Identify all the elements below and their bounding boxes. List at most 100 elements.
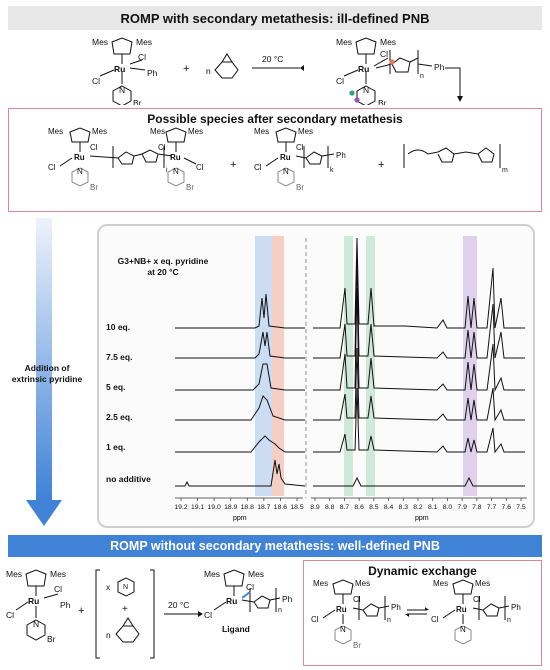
dx1-mes-l: Mes bbox=[313, 579, 328, 588]
trace-label-7-5eq: 7.5 eq. bbox=[106, 352, 133, 362]
bot-ru: Ru bbox=[28, 596, 39, 606]
trace-10eq-right bbox=[313, 237, 525, 329]
bot2-subscript-n: n bbox=[278, 607, 282, 614]
axis-unit-left: ppm bbox=[233, 515, 247, 522]
sp1-cl-1: Cl bbox=[90, 143, 98, 152]
dynamic-exchange-structures: Mes Mes Ru Cl Cl N Br n Ph Mes Mes Ru Cl… bbox=[311, 579, 521, 650]
top-n-2: N bbox=[363, 85, 369, 95]
dx2-cl-2: Cl bbox=[431, 615, 439, 624]
side-label-line2: extrinsic pyridine bbox=[11, 374, 83, 384]
bot2-ru: Ru bbox=[226, 596, 237, 606]
trace-7-5eq-left bbox=[175, 331, 305, 359]
dx1-ph: Ph bbox=[391, 603, 401, 612]
top-cl-a2: Cl bbox=[380, 49, 388, 59]
highlight-band-blue bbox=[255, 236, 272, 496]
nmr-title: G3+NB+ x eq. pyridine at 20 °C bbox=[108, 256, 218, 278]
bot-ph: Ph bbox=[60, 600, 71, 610]
sp1-ru-1: Ru bbox=[74, 153, 85, 162]
dx2-mes-l: Mes bbox=[433, 579, 448, 588]
top-n-eq: n bbox=[206, 66, 211, 76]
species-plus-2: + bbox=[378, 159, 384, 171]
bot-pyr-n: N bbox=[123, 584, 128, 591]
sp2-ru: Ru bbox=[280, 153, 291, 162]
top-banner-title: ROMP with secondary metathesis: ill-defi… bbox=[120, 10, 430, 26]
left-axis-tick-label: 19.0 bbox=[208, 504, 221, 511]
nmr-title-line1: G3+NB+ x eq. pyridine bbox=[117, 256, 209, 266]
bot2-cl-1: Cl bbox=[246, 582, 254, 592]
left-axis-tick-label: 19.2 bbox=[175, 504, 188, 511]
trace-label-2-5eq: 2.5 eq. bbox=[106, 412, 133, 422]
left-axis-tick-label: 18.5 bbox=[290, 504, 303, 511]
bot-plus-1: + bbox=[78, 605, 84, 617]
sp1-mes-l2: Mes bbox=[150, 127, 165, 136]
trace-1eq-left bbox=[175, 435, 305, 453]
left-axis-tick-label: 18.8 bbox=[241, 504, 254, 511]
left-axis-tick-label: 18.7 bbox=[257, 504, 270, 511]
sp1-mes-r2: Mes bbox=[188, 127, 203, 136]
right-axis-tick-label: 8.4 bbox=[384, 504, 394, 511]
bot-cl-2: Cl bbox=[6, 610, 14, 620]
top-plus: + bbox=[183, 63, 189, 75]
right-axis-tick-label: 8.3 bbox=[399, 504, 409, 511]
bot-n: N bbox=[33, 619, 39, 629]
top-n-1: N bbox=[119, 85, 125, 95]
dx1-cl-1: Cl bbox=[353, 595, 361, 604]
sp1-cl-3: Cl bbox=[158, 143, 166, 152]
dx1-n: N bbox=[340, 625, 346, 634]
left-axis-tick-label: 18.9 bbox=[224, 504, 237, 511]
bot-cl-1: Cl bbox=[54, 584, 62, 594]
highlight-band-green-1 bbox=[344, 236, 353, 496]
left-axis-tick-label: 19.1 bbox=[191, 504, 204, 511]
sp3-index-m: m bbox=[502, 167, 508, 174]
dx2-subscript-n: n bbox=[507, 617, 511, 624]
top-mes-left-1: Mes bbox=[92, 37, 108, 47]
trace-no-additive-right bbox=[313, 476, 525, 487]
bot-plus-2: + bbox=[122, 604, 128, 615]
bot-x: x bbox=[106, 582, 111, 592]
side-label-line1: Addition of bbox=[24, 363, 70, 373]
sp1-br-2: Br bbox=[186, 183, 194, 192]
top-br-2: Br bbox=[378, 98, 387, 105]
species-box-title: Possible species after secondary metathe… bbox=[147, 112, 403, 126]
species-box: Possible species after secondary metathe… bbox=[8, 108, 542, 212]
right-axis-tick-label: 8.0 bbox=[443, 504, 453, 511]
bot2-mes-r: Mes bbox=[248, 569, 264, 579]
sp1-cl-4: Cl bbox=[196, 163, 204, 172]
right-axis-tick-label: 8.8 bbox=[325, 504, 335, 511]
right-axis-tick-label: 8.2 bbox=[413, 504, 423, 511]
sp2-n: N bbox=[283, 167, 289, 176]
top-cl-a1: Cl bbox=[138, 52, 146, 62]
right-axis-tick-label: 7.7 bbox=[487, 504, 497, 511]
trace-7-5eq-right bbox=[313, 259, 525, 359]
top-cl-b1: Cl bbox=[92, 76, 100, 86]
dx1-br: Br bbox=[353, 641, 361, 650]
trace-label-5eq: 5 eq. bbox=[106, 382, 126, 392]
right-axis-tick-label: 8.9 bbox=[310, 504, 320, 511]
sp2-ph: Ph bbox=[336, 151, 346, 160]
left-axis-tick-label: 18.6 bbox=[274, 504, 287, 511]
right-axis-tick-label: 8.6 bbox=[354, 504, 364, 511]
dx1-ru: Ru bbox=[336, 605, 347, 614]
sp2-cl-1: Cl bbox=[296, 143, 304, 152]
trace-label-no-additive: no additive bbox=[106, 474, 151, 484]
sp1-n-1: N bbox=[77, 167, 83, 176]
top-br-1: Br bbox=[133, 98, 142, 105]
trace-label-1eq: 1 eq. bbox=[106, 442, 126, 452]
sp1-ru-2: Ru bbox=[170, 153, 181, 162]
dx2-ru: Ru bbox=[456, 605, 467, 614]
trace-5eq-right bbox=[313, 287, 525, 392]
bot-mes-r: Mes bbox=[50, 569, 66, 579]
right-axis-tick-label: 7.6 bbox=[502, 504, 512, 511]
trace-2-5eq-right bbox=[313, 347, 525, 422]
top-ru-2: Ru bbox=[358, 64, 369, 74]
top-cl-b2: Cl bbox=[336, 76, 344, 86]
bot2-cl-2: Cl bbox=[204, 610, 212, 620]
sp2-mes-l: Mes bbox=[254, 127, 269, 136]
nmr-title-line2: at 20 °C bbox=[147, 267, 179, 277]
top-banner: ROMP with secondary metathesis: ill-defi… bbox=[8, 6, 542, 30]
bottom-reaction-scheme: Mes Mes Ru Cl Ph Cl N Br + x N + n 20 °C… bbox=[6, 569, 293, 659]
trace-10eq-left bbox=[175, 293, 305, 329]
bot-ligand: Ligand bbox=[222, 624, 250, 634]
highlight-band-purple bbox=[463, 236, 477, 496]
bot-n-eq: n bbox=[106, 630, 111, 640]
